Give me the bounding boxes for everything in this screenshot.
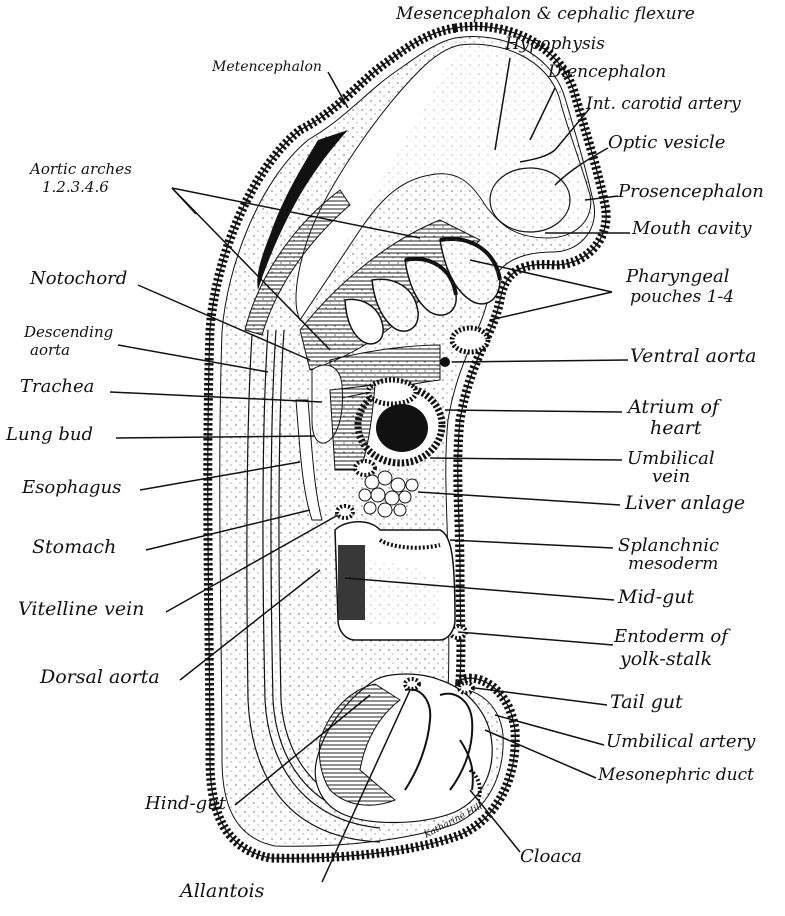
label-prosencephalon: Prosencephalon bbox=[618, 183, 764, 202]
label-aortic-arches-numbers: 1.2.3.4.6 bbox=[42, 180, 109, 196]
label-mouth-cavity: Mouth cavity bbox=[632, 220, 752, 239]
label-notochord: Notochord bbox=[30, 270, 127, 289]
label-metencephalon: Metencephalon bbox=[212, 60, 322, 75]
label-mesencephalon: Mesencephalon & cephalic flexure bbox=[396, 6, 695, 24]
label-dorsal-aorta: Dorsal aorta bbox=[40, 668, 160, 688]
label-splanchnic-mesoderm: mesoderm bbox=[628, 556, 718, 574]
label-ventral-aorta: Ventral aorta bbox=[630, 347, 756, 367]
label-mesonephric-duct: Mesonephric duct bbox=[598, 767, 754, 785]
label-aortic-arches: Aortic arches bbox=[30, 162, 132, 178]
label-tail-gut: Tail gut bbox=[610, 693, 683, 713]
label-stomach: Stomach bbox=[32, 538, 116, 558]
label-liver-anlage: Liver anlage bbox=[625, 494, 745, 514]
label-trachea: Trachea bbox=[20, 378, 94, 397]
label-umbilical-vein-2: vein bbox=[652, 468, 690, 487]
label-allantois: Allantois bbox=[180, 882, 264, 902]
label-vitelline-vein: Vitelline vein bbox=[18, 600, 144, 620]
label-hypophysis: Hypophysis bbox=[505, 36, 605, 54]
label-mid-gut: Mid-gut bbox=[618, 588, 694, 608]
label-pharyngeal-pouches: pouches 1-4 bbox=[630, 289, 734, 307]
label-hind-gut: Hind-gut bbox=[145, 795, 226, 814]
label-cloaca: Cloaca bbox=[520, 848, 582, 867]
label-atrium-heart: heart bbox=[650, 419, 702, 439]
label-pharyngeal: Pharyngeal bbox=[626, 268, 729, 287]
label-descending-aorta: aorta bbox=[30, 343, 70, 359]
label-optic-vesicle: Optic vesicle bbox=[608, 134, 725, 153]
label-int-carotid-artery: Int. carotid artery bbox=[586, 96, 741, 114]
label-umbilical-artery: Umbilical artery bbox=[606, 733, 755, 752]
label-atrium: Atrium of bbox=[628, 398, 719, 418]
label-lung-bud: Lung bud bbox=[6, 426, 93, 445]
label-diencephalon: Diencephalon bbox=[548, 64, 666, 82]
label-descending: Descending bbox=[24, 325, 113, 341]
label-entoderm: Entoderm of bbox=[614, 628, 728, 647]
label-esophagus: Esophagus bbox=[22, 479, 121, 498]
label-entoderm-yolk-stalk: yolk-stalk bbox=[620, 650, 712, 670]
